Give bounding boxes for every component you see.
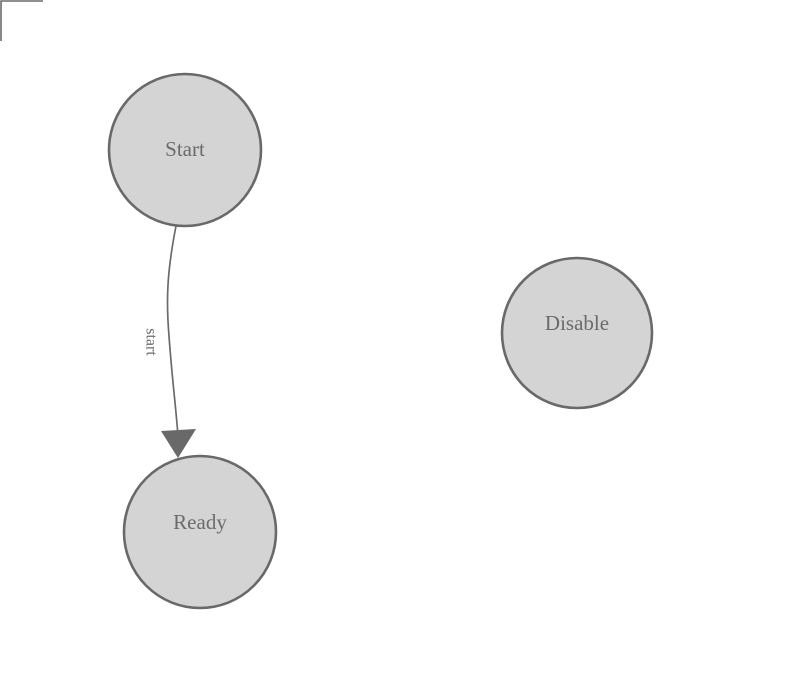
node-ready[interactable]: Ready [122,454,278,610]
node-disable[interactable]: Disable [500,256,654,410]
node-start-label: Start [165,137,205,161]
nodes-group: Start Ready Disable [107,72,654,610]
edge-label-start: start [142,328,159,356]
node-ready-circle[interactable] [122,454,278,610]
node-disable-circle[interactable] [500,256,654,410]
node-start[interactable]: Start [107,72,263,228]
node-disable-label: Disable [545,311,609,335]
node-start-circle[interactable] [107,72,263,228]
top-left-corner-mark-icon [0,0,43,41]
node-ready-label: Ready [173,510,227,534]
edge-path [166,225,179,437]
edge-start-to-ready[interactable]: start [142,225,196,458]
edges-group: start [142,225,196,458]
arrowhead-icon [161,429,196,458]
